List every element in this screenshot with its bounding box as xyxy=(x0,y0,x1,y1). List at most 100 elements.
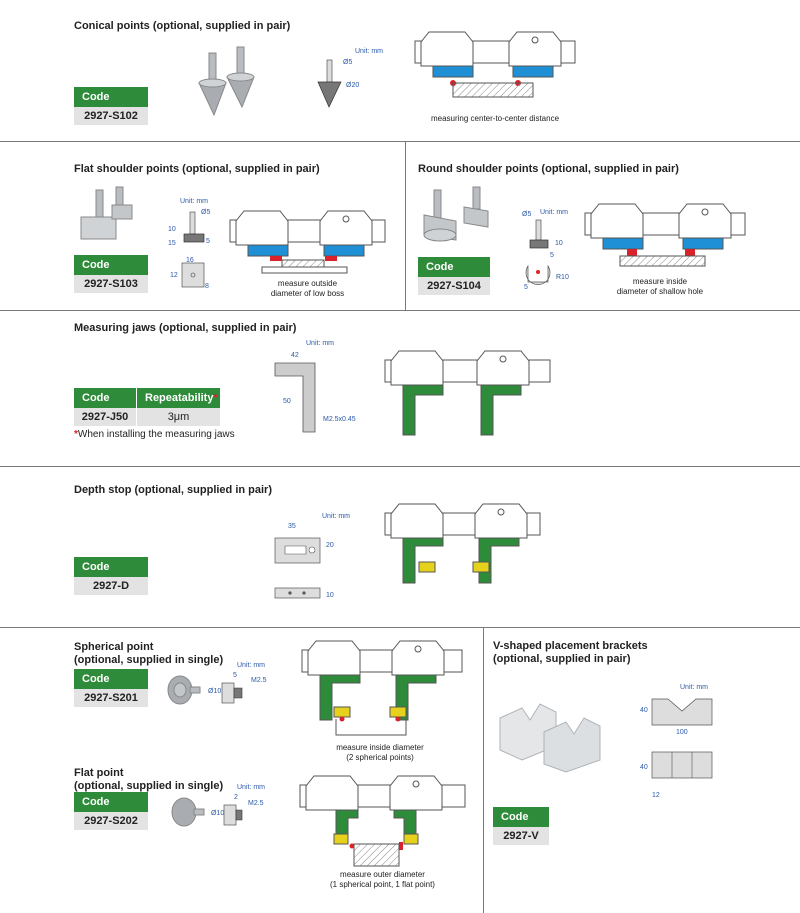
section-title: Flat point xyxy=(74,767,124,779)
dim-label: 8 xyxy=(205,283,209,290)
dim-label: 10 xyxy=(326,592,334,599)
flat-shoulder-points-image xyxy=(80,186,133,240)
dim-label: Ø5 xyxy=(201,209,211,216)
diagram-caption: measure outer diameter xyxy=(340,870,425,879)
conical-points-image xyxy=(198,46,255,117)
v-brackets-image xyxy=(499,703,601,773)
footnote-star: * xyxy=(213,392,218,404)
code-value: 2927-S201 xyxy=(74,689,148,707)
diagram-caption: (2 spherical points) xyxy=(346,753,414,762)
spherical-dimension-drawing xyxy=(221,682,243,704)
code-header: Code xyxy=(418,257,490,277)
dim-label: Ø5 xyxy=(522,211,532,218)
unit-label: Unit: mm xyxy=(180,198,208,205)
section-divider xyxy=(0,141,800,142)
dim-label: 42 xyxy=(291,352,299,359)
code-value: 2927-V xyxy=(493,827,549,845)
caliper-diagram xyxy=(584,203,746,267)
dim-label: 5 xyxy=(524,284,528,291)
section-subtitle: (optional, supplied in single) xyxy=(74,654,224,666)
unit-label: Unit: mm xyxy=(322,513,350,520)
section-subtitle: (optional, supplied in pair) xyxy=(493,653,631,665)
footnote: *When installing the measuring jaws xyxy=(74,429,235,440)
section-title: Round shoulder points (optional, supplie… xyxy=(418,163,679,175)
dim-label: 5 xyxy=(233,672,237,679)
repeatability-header: Repeatability* xyxy=(137,388,220,408)
section-divider xyxy=(0,310,800,311)
dim-label: 40 xyxy=(640,707,648,714)
dim-label: 2 xyxy=(234,794,238,801)
code-value: 2927-D xyxy=(74,577,148,595)
code-header: Code xyxy=(74,255,148,275)
dim-label: 10 xyxy=(168,226,176,233)
diagram-caption: (1 spherical point, 1 flat point) xyxy=(330,880,435,889)
unit-label: Unit: mm xyxy=(237,662,265,669)
v-bracket-dimension-drawing xyxy=(651,698,713,779)
dim-label: M2.5x0.45 xyxy=(323,416,356,423)
dim-label: 12 xyxy=(170,272,178,279)
dim-label: 12 xyxy=(652,792,660,799)
flat-point-image xyxy=(171,797,205,827)
dim-label: 50 xyxy=(283,398,291,405)
section-divider xyxy=(483,628,484,913)
code-header: Code xyxy=(74,388,136,408)
unit-label: Unit: mm xyxy=(540,209,568,216)
code-header: Code xyxy=(493,807,549,827)
code-header: Code xyxy=(74,669,148,689)
code-value: 2927-S102 xyxy=(74,107,148,125)
diagram-caption: measuring center-to-center distance xyxy=(430,114,560,123)
repeatability-header-label: Repeatability xyxy=(145,392,214,404)
round-shoulder-dimension-drawing xyxy=(525,219,551,285)
round-shoulder-points-image xyxy=(423,186,489,242)
code-header: Code xyxy=(74,557,148,577)
dim-label: 20 xyxy=(326,542,334,549)
jaw-dimension-drawing xyxy=(274,362,316,433)
repeatability-value: 3μm xyxy=(137,408,220,426)
dim-label: Ø20 xyxy=(346,82,360,89)
code-value: 2927-J50 xyxy=(74,408,136,426)
code-value: 2927-S103 xyxy=(74,275,148,293)
section-divider xyxy=(405,142,406,310)
unit-label: Unit: mm xyxy=(680,684,708,691)
unit-label: Unit: mm xyxy=(237,784,265,791)
dim-label: 100 xyxy=(676,729,688,736)
dim-label: 5 xyxy=(550,252,554,259)
dim-label: Ø10 xyxy=(211,810,225,817)
dim-label: M2.5 xyxy=(248,800,264,807)
caliper-diagram xyxy=(229,210,386,274)
code-value: 2927-S104 xyxy=(418,277,490,295)
diagram-caption: measure outside xyxy=(277,279,338,288)
section-title: Conical points (optional, supplied in pa… xyxy=(74,20,291,32)
dim-label: 10 xyxy=(555,240,563,247)
caliper-diagram xyxy=(414,31,576,98)
footnote-text: When installing the measuring jaws xyxy=(77,429,235,440)
dim-label: 15 xyxy=(168,240,176,247)
depth-stop-dimension-drawing xyxy=(274,537,321,599)
caliper-diagram xyxy=(384,350,551,436)
diagram-caption: measure inside diameter xyxy=(336,743,424,752)
dim-label: Ø5 xyxy=(343,59,353,66)
section-divider xyxy=(0,627,800,628)
dim-label: 35 xyxy=(288,523,296,530)
diagram-caption: diameter of shallow hole xyxy=(616,287,704,296)
caliper-diagram xyxy=(299,775,466,867)
flat-shoulder-dimension-drawing xyxy=(181,211,205,288)
section-title: Flat shoulder points (optional, supplied… xyxy=(74,163,320,175)
footnote-star: * xyxy=(74,429,78,440)
dim-label: 40 xyxy=(640,764,648,771)
code-header: Code xyxy=(74,792,148,812)
dim-label: M2.5 xyxy=(251,677,267,684)
diagram-caption: measure inside xyxy=(632,277,688,286)
code-value: 2927-S202 xyxy=(74,812,148,830)
section-title: Depth stop (optional, supplied in pair) xyxy=(74,484,272,496)
diagram-caption: diameter of low boss xyxy=(270,289,345,298)
section-divider xyxy=(0,466,800,467)
section-title: V-shaped placement brackets xyxy=(493,640,648,652)
dim-label: 16 xyxy=(186,257,194,264)
dim-label: Ø10 xyxy=(208,688,222,695)
unit-label: Unit: mm xyxy=(306,340,334,347)
spherical-point-image xyxy=(167,675,201,705)
section-title: Spherical point xyxy=(74,641,154,653)
caliper-diagram xyxy=(301,640,463,736)
section-subtitle: (optional, supplied in single) xyxy=(74,780,224,792)
